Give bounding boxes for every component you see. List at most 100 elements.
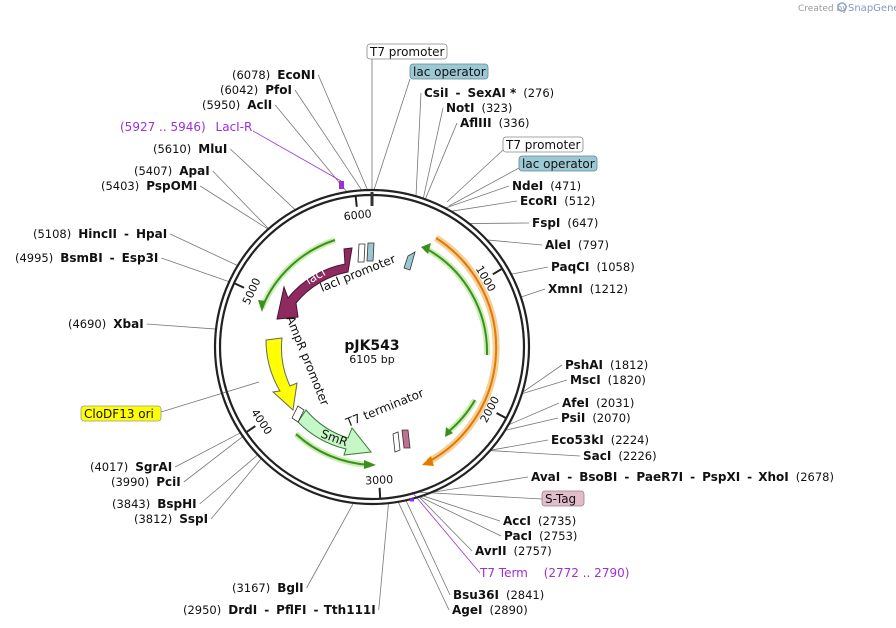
site-position: (4017) xyxy=(90,460,128,474)
site-enzyme-name: FspI xyxy=(532,216,560,230)
t7-terminator-mark-1[interactable] xyxy=(392,431,401,453)
site-label-agei[interactable]: AgeI(2890) xyxy=(452,603,528,617)
ampr-arrow[interactable] xyxy=(265,337,298,411)
site-separator: - xyxy=(264,603,269,617)
site-label-pshai[interactable]: PshAI(1812) xyxy=(565,358,648,372)
site-enzyme-name: HincII xyxy=(78,227,117,241)
smr-arrow[interactable] xyxy=(297,409,372,456)
site-enzyme-name: MluI xyxy=(198,142,227,156)
primer-laci-r-label[interactable]: (5927 .. 5946) LacI-R xyxy=(120,120,252,134)
leader-line-paqci xyxy=(511,266,549,275)
site-label-drdi-pflfi-tth111i[interactable]: (2950)DrdI-PflFI-Tth111I xyxy=(183,603,376,617)
site-label-sgrai[interactable]: (4017) SgrAI xyxy=(90,460,172,474)
site-label-saci[interactable]: SacI(2226) xyxy=(583,449,657,463)
leader-line-sgrai xyxy=(174,432,241,468)
site-label-econi[interactable]: (6078)EcoNI xyxy=(232,68,315,82)
t7-promoter-2-arrow[interactable] xyxy=(403,251,416,271)
site-label-fspi[interactable]: FspI(647) xyxy=(532,216,598,230)
site-label-xbai[interactable]: (4690)XbaI xyxy=(68,317,144,331)
site-position: (6078) xyxy=(232,68,270,82)
site-label-csii-sexai[interactable]: CsiI-SexAI *(276) xyxy=(424,86,554,100)
leader-lac-operator-2 xyxy=(448,167,520,207)
site-position: (6042) xyxy=(220,83,258,97)
site-label-acli[interactable]: (5950)AclI xyxy=(202,98,272,112)
site-enzyme-name: AgeI xyxy=(452,603,482,617)
site-position: (1812) xyxy=(610,358,648,372)
laci-arrow[interactable] xyxy=(276,247,353,320)
lac-operator-top-box[interactable]: lac operator xyxy=(409,63,489,80)
leader-line-ecori xyxy=(450,200,518,212)
site-label-mlui[interactable]: (5610)MluI xyxy=(153,142,227,156)
t7-terminator-label: T7 terminator xyxy=(343,386,426,430)
site-label-afliii[interactable]: AflIII(336) xyxy=(460,116,530,130)
t7-promoter-mark[interactable] xyxy=(370,192,374,206)
tick-4000-mark xyxy=(245,425,256,434)
site-label-paci[interactable]: PacI(2753) xyxy=(504,529,577,543)
site-label-eco53ki[interactable]: Eco53kI(2224) xyxy=(551,433,649,447)
leader-clodf13 xyxy=(160,381,260,413)
site-separator: - xyxy=(567,470,572,484)
stag-box[interactable]: S-Tag xyxy=(541,490,585,507)
site-enzyme-name: AflIII xyxy=(460,116,492,130)
site-label-sspi[interactable]: (3812)SspI xyxy=(134,512,208,526)
t7-promoter-top-box[interactable]: T7 promoter xyxy=(366,43,448,60)
leader-line-mlui xyxy=(230,148,296,211)
orf-arc-right xyxy=(424,247,489,356)
site-label-bsu36i[interactable]: Bsu36I(2841) xyxy=(453,588,544,602)
laci-r-primer-mark[interactable] xyxy=(339,181,344,189)
t7-promoter-small-arrow[interactable] xyxy=(357,243,366,263)
site-separator: - xyxy=(110,251,115,265)
t7-promoter-2-box[interactable]: T7 promoter xyxy=(502,136,584,153)
site-label-acci[interactable]: AccI(2735) xyxy=(503,514,576,528)
tick-2000-mark xyxy=(496,412,507,420)
t7-terminator-mark-2[interactable] xyxy=(401,429,411,449)
site-label-pcii[interactable]: (3990)PciI xyxy=(111,475,181,489)
site-label-afei[interactable]: AfeI(2031) xyxy=(562,396,634,410)
site-label-ndei[interactable]: NdeI(471) xyxy=(512,179,581,193)
site-label-pspomi[interactable]: (5403)PspOMI xyxy=(101,179,197,193)
site-enzyme-name: PsiI xyxy=(561,411,585,425)
clodf13-ori-box[interactable]: CloDF13 ori xyxy=(80,405,162,422)
site-label-ecori[interactable]: EcoRI(512) xyxy=(520,194,595,208)
site-enzyme-name: SgrAI xyxy=(135,460,172,474)
site-label-hincii-hpai[interactable]: (5108)HincII-HpaI xyxy=(33,227,167,241)
leader-line-pshai xyxy=(522,364,563,393)
site-label-bsmbi-esp3i[interactable]: (4995)BsmBI-Esp3I xyxy=(15,251,158,265)
backbone-outer-strand xyxy=(213,188,531,506)
orf-arc-orange xyxy=(427,237,498,463)
leader-line-saci xyxy=(489,450,581,457)
site-label-xmni[interactable]: XmnI(1212) xyxy=(548,282,628,296)
feature-arrows xyxy=(265,242,416,456)
created-by-text: Created by xyxy=(798,4,848,14)
site-separator: - xyxy=(690,470,695,484)
site-label-paqci[interactable]: PaqCI(1058) xyxy=(551,260,635,274)
t7-promoter-2-text: T7 promoter xyxy=(505,138,581,152)
tick-3000-label: 3000 xyxy=(365,473,394,487)
lac-operator-2-box[interactable]: lac operator xyxy=(518,155,598,172)
orf-arrowhead-orange xyxy=(422,456,434,466)
lac-operator-small-box[interactable] xyxy=(366,242,375,262)
site-label-psii[interactable]: PsiI (2070) xyxy=(561,411,631,425)
leader-line-pspomi xyxy=(199,185,269,230)
site-enzyme-name: EcoRI xyxy=(520,194,557,208)
site-enzyme-name: XhoI xyxy=(758,470,789,484)
site-position: (2070) xyxy=(592,411,630,425)
site-label-avrii[interactable]: AvrII(2757) xyxy=(475,544,552,558)
site-enzyme-name: NdeI xyxy=(512,179,543,193)
leader-lac-operator-top xyxy=(373,78,411,191)
site-label-pfoi[interactable]: (6042)PfoI xyxy=(220,83,292,97)
site-label-alei[interactable]: AleI(797) xyxy=(545,238,609,252)
site-label-bsphi[interactable]: (3843)BspHI xyxy=(112,497,197,511)
primer-t7-term-label[interactable]: T7 Term (2772 .. 2790) xyxy=(479,566,629,580)
site-label-msci[interactable]: MscI(1820) xyxy=(570,373,646,387)
site-position: (276) xyxy=(523,86,554,100)
leader-line-paci xyxy=(419,496,502,537)
ampr-promoter-small-arrow[interactable] xyxy=(291,405,305,423)
site-label-bgli[interactable]: (3167)BglI xyxy=(232,581,304,595)
site-label-avai-bsobi-paer7i-pspxi-xhoi[interactable]: AvaI-BsoBI-PaeR7I-PspXI-XhoI(2678) xyxy=(531,470,834,484)
site-enzyme-name: BglI xyxy=(277,581,303,595)
site-label-apai[interactable]: (5407)ApaI xyxy=(134,164,210,178)
leader-line-noti xyxy=(422,107,444,199)
site-label-noti[interactable]: NotI(323) xyxy=(446,101,512,115)
tick-3000-mark xyxy=(378,487,382,499)
